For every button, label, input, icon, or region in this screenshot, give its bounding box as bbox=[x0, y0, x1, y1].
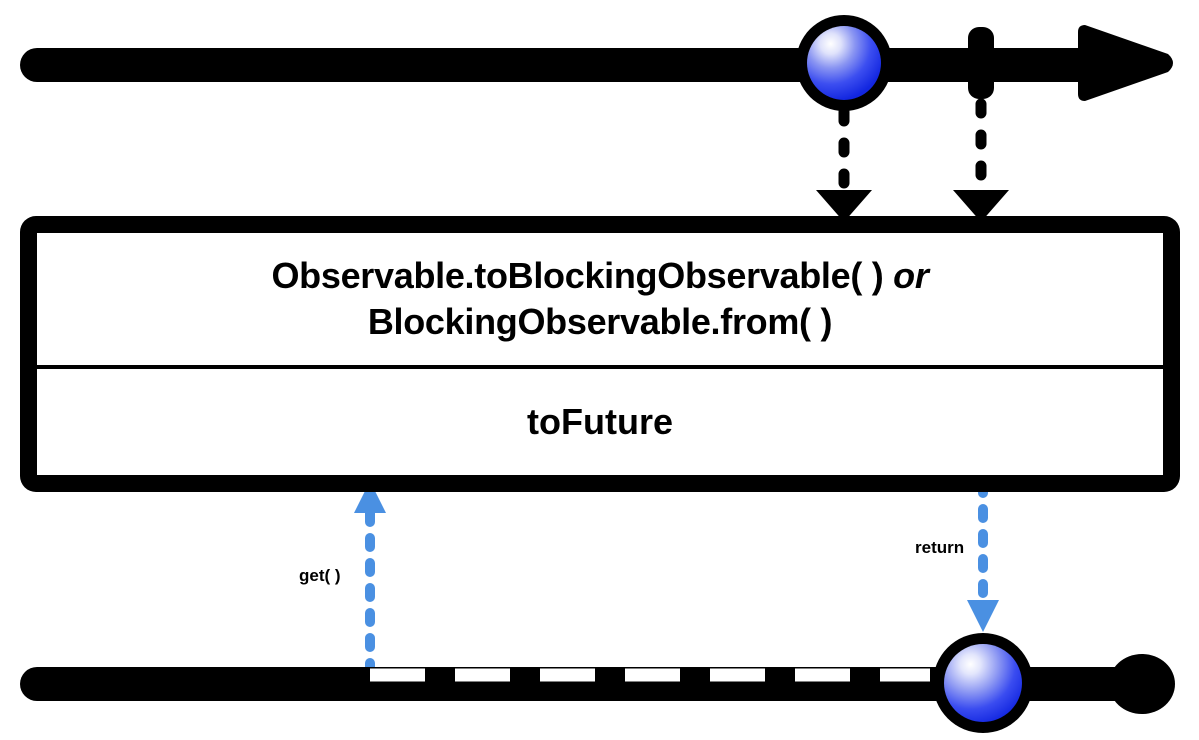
emission-to-operator-arrow bbox=[816, 106, 872, 222]
result-timeline-shaft bbox=[20, 667, 1130, 701]
get-call-label: get( ) bbox=[299, 566, 341, 585]
operator-signature-line-2: BlockingObservable.from( ) bbox=[367, 301, 833, 342]
get-call-arrow bbox=[354, 481, 386, 677]
source-timeline-arrowhead bbox=[1078, 25, 1173, 101]
return-call-arrowhead bbox=[967, 600, 999, 632]
return-call-label: return bbox=[915, 538, 965, 557]
completion-to-operator-arrow bbox=[953, 98, 1009, 222]
result-timeline-endcap bbox=[1109, 654, 1175, 714]
source-observable-timeline bbox=[20, 15, 1173, 111]
operator-signature-main: Observable.toBlockingObservable( ) bbox=[271, 254, 894, 296]
operator-signature-or: or bbox=[893, 254, 929, 296]
marble-result[interactable] bbox=[944, 644, 1022, 722]
operator-box-body: toFuture bbox=[37, 369, 1163, 475]
get-call-arrowhead bbox=[354, 481, 386, 513]
return-call-arrow bbox=[967, 479, 999, 632]
marble-emission[interactable] bbox=[807, 26, 881, 100]
operator-name-label: toFuture bbox=[527, 401, 673, 442]
operator-box-header: Observable.toBlockingObservable( ) or Bl… bbox=[37, 233, 1163, 369]
operator-signature-line-1: Observable.toBlockingObservable( ) or bbox=[271, 253, 928, 299]
operator-box: Observable.toBlockingObservable( ) or Bl… bbox=[20, 216, 1180, 492]
completion-tick bbox=[968, 27, 994, 99]
future-result-timeline bbox=[20, 633, 1175, 733]
completion-connector-arrowhead bbox=[953, 190, 1009, 222]
source-timeline-shaft bbox=[20, 48, 1090, 82]
emission-connector-arrowhead bbox=[816, 190, 872, 222]
